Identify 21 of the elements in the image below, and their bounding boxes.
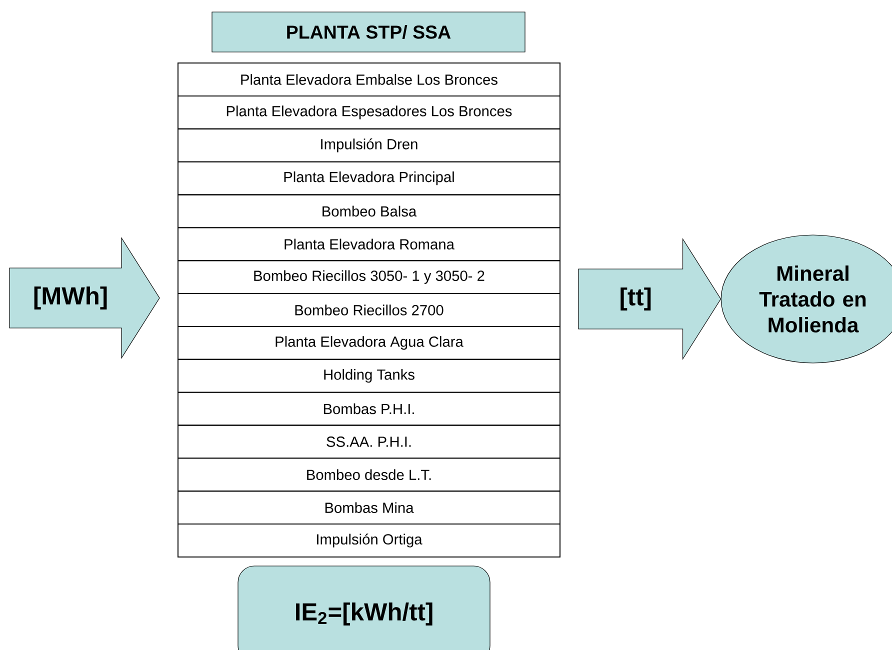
formula-box: IE$_{2}$=[kWh/tt]: [238, 566, 490, 650]
table-row: Planta Elevadora Espesadores Los Bronces: [178, 95, 560, 130]
table-row: Impulsión Dren: [178, 128, 560, 162]
block-arrow: [9, 236, 160, 359]
table-row: Bombas P.H.I.: [178, 392, 560, 426]
table-row: Planta Elevadora Romana: [178, 227, 560, 262]
table-row: Planta Elevadora Principal: [178, 161, 560, 196]
edge-label: [tt]: [620, 288, 651, 310]
table-row: Bombeo Balsa: [178, 194, 560, 228]
table-row: Bombeo desde L.T.: [178, 458, 560, 492]
table-row: Bombeo Riecillos 3050- 1 y 3050- 2: [178, 260, 560, 294]
edge-label: [MWh]: [34, 286, 107, 310]
table-row: Planta Elevadora Agua Clara: [178, 326, 560, 360]
title-box: PLANTA STP/ SSA: [212, 12, 526, 52]
table-row: SS.AA. P.H.I.: [178, 424, 560, 459]
table-row: Holding Tanks: [178, 358, 560, 393]
block-arrow: [578, 238, 722, 360]
table-row: Bombeo Riecillos 2700: [178, 293, 560, 327]
table-row: Bombas Mina: [178, 490, 560, 525]
table-row: Planta Elevadora Embalse Los Bronces: [178, 62, 560, 96]
table-row: Impulsión Ortiga: [178, 524, 560, 558]
